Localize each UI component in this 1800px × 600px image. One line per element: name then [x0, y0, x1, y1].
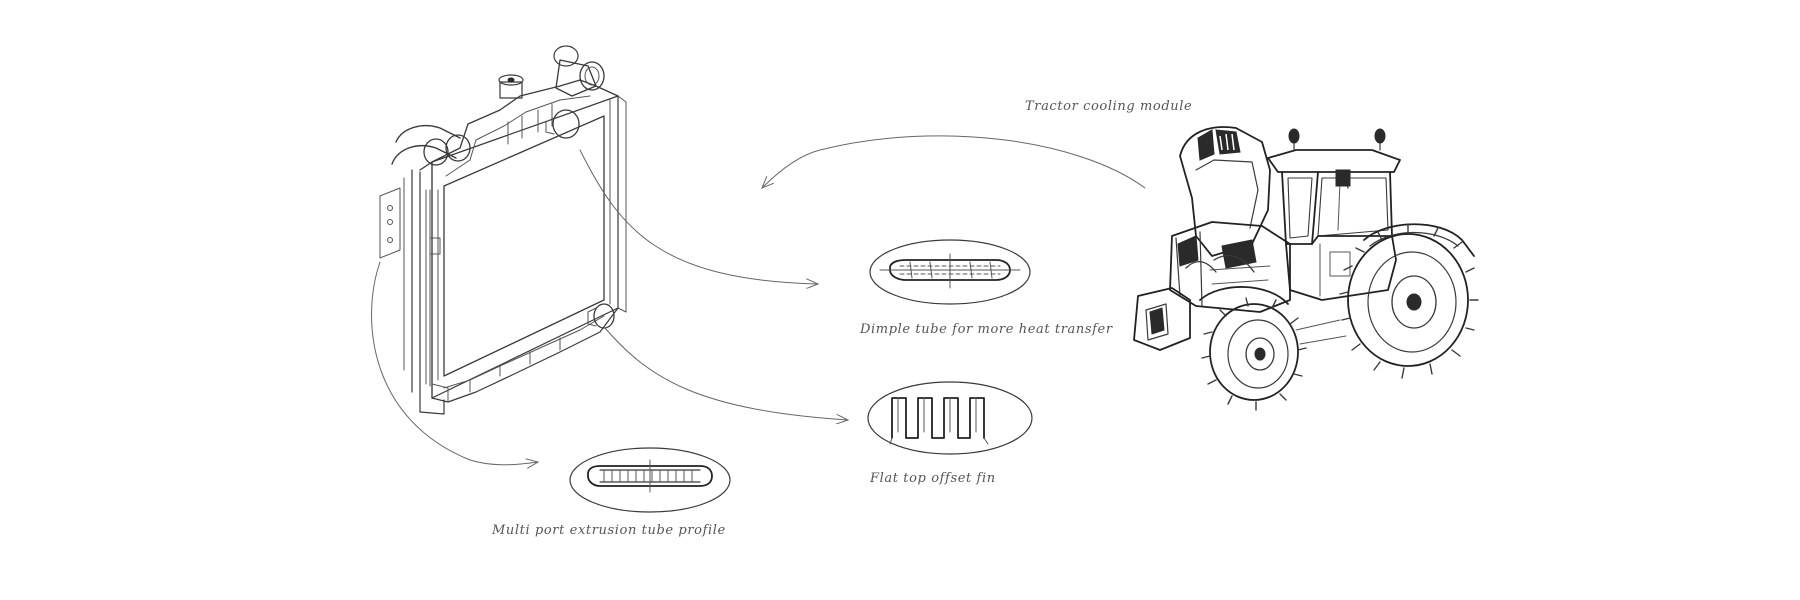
dimple-tube-label: Dimple tube for more heat transfer: [859, 322, 1113, 337]
radiator-illustration: [379, 45, 627, 415]
radiator-to-dimple-arrow: [579, 149, 818, 284]
offset-fin-label: Flat top offset fin: [869, 471, 996, 486]
dimple-tube-detail: [869, 239, 1031, 305]
front-wheel: [1201, 297, 1307, 411]
multi-port-label: Multi port extrusion tube profile: [491, 523, 726, 538]
tractor-to-radiator-arrow: [762, 135, 1146, 188]
radiator-to-fin-arrow: [604, 327, 848, 420]
radiator-to-multiport-arrow: [371, 261, 538, 465]
tractor-module-label: Tractor cooling module: [1025, 99, 1192, 114]
tractor-illustration: [1133, 126, 1479, 411]
offset-fin-detail: [867, 381, 1033, 455]
rear-wheel: [1339, 223, 1479, 379]
multi-port-tube-detail: [569, 447, 731, 513]
